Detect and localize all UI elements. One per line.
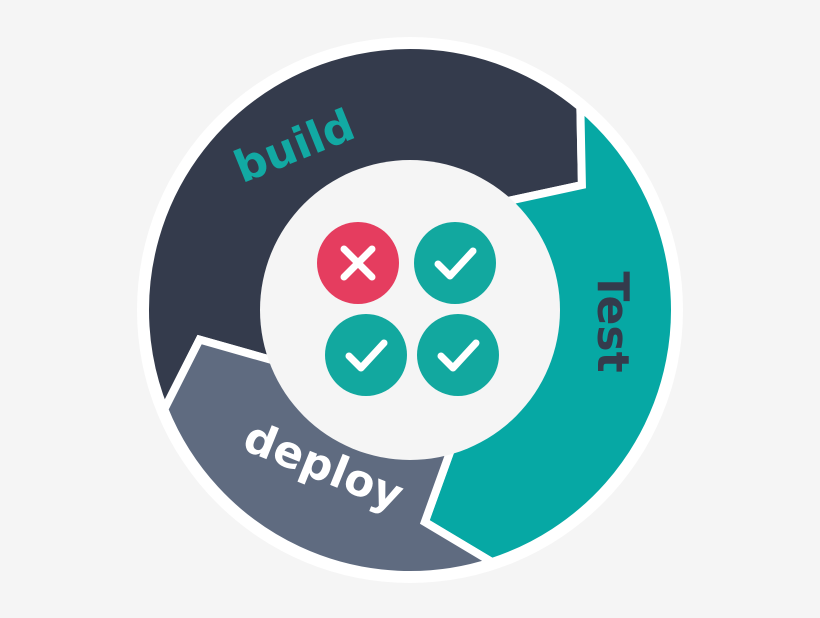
- result-pass: [414, 222, 496, 304]
- result-pass: [325, 314, 407, 396]
- check-icon: [434, 247, 477, 280]
- center-disk: [260, 160, 560, 460]
- stage-label-test: Test: [587, 271, 638, 372]
- result-fail: [317, 222, 399, 304]
- x-icon: [340, 245, 376, 281]
- result-pass: [417, 314, 499, 396]
- result-circle: [417, 314, 499, 396]
- result-circle: [414, 222, 496, 304]
- result-circle: [325, 314, 407, 396]
- check-icon: [345, 339, 388, 372]
- check-icon: [437, 339, 480, 372]
